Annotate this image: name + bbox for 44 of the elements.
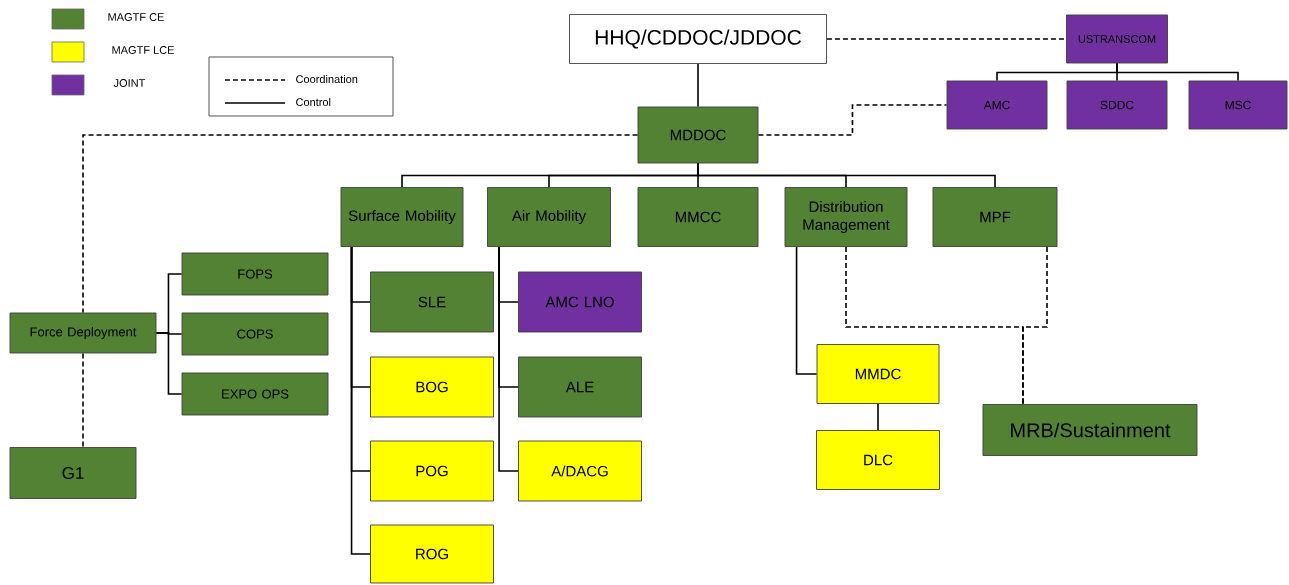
connector [155,332,183,395]
org-box: MDDOC [637,106,759,164]
org-box: MSC [1188,80,1288,130]
dashed-connector [826,38,1067,40]
connector [697,63,699,108]
org-box: ROG [370,524,494,584]
connector [877,403,879,431]
dashed-connector [1022,246,1048,405]
org-box: Air Mobility [487,187,611,247]
connector [697,162,996,188]
connector [1116,62,1239,82]
legend-label: Coordination [296,74,358,84]
org-box: FOPS [181,252,329,296]
dashed-connector [82,134,639,314]
dashed-connector [82,352,84,448]
legend-label: MAGTF CE [108,13,164,21]
org-box: G1 [9,447,137,499]
org-box: SLE [370,271,494,333]
org-box: DLC [816,430,940,490]
connector [795,246,818,375]
org-box: ALE [518,356,642,418]
legend-label: JOINT [113,79,146,87]
dashed-connector [757,104,948,136]
org-box: SDDC [1066,80,1168,130]
legend-label: MAGTF LCE [112,46,174,54]
legend-label: Control [296,97,331,107]
org-box: HHQ/CDDOC/JDDOC [569,14,827,64]
org-box: BOG [370,356,494,418]
org-box: MRB/Sustainment [982,404,1198,456]
connector [350,246,371,555]
org-box: USTRANSCOM [1066,14,1168,64]
org-box: A/DACG [518,440,642,502]
org-box: EXPO OPS [181,372,329,416]
org-box: MMDC [816,344,940,404]
org-box: COPS [181,312,329,356]
org-box: AMC [946,80,1048,130]
org-box: MMCC [637,187,759,247]
org-box: Distribution Management [784,187,908,247]
org-box: POG [370,440,494,502]
org-box: MPF [932,187,1058,247]
org-box: Force Deployment [9,312,157,354]
org-box: Surface Mobility [340,187,464,247]
org-box: AMC LNO [518,271,642,333]
connector [498,246,519,472]
